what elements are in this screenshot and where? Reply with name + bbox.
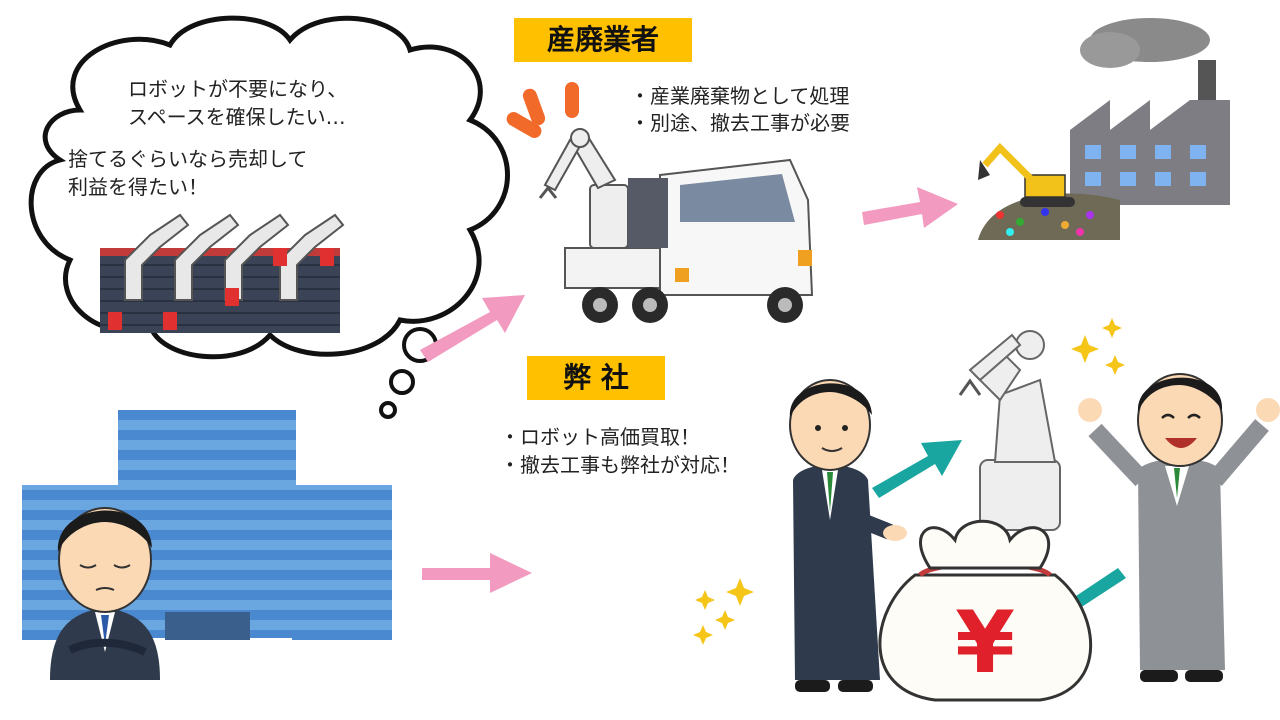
sparkle-decoration: [693, 318, 1125, 645]
thought-line-4: 利益を得たい！: [68, 175, 208, 199]
disposal-bullet-1: ・産業廃棄物として処理: [630, 84, 850, 108]
happy-seller-illustration: [1078, 373, 1280, 682]
office-building-illustration: [22, 410, 392, 640]
pink-arrow-to-disposal: [420, 295, 525, 362]
purchased-robot-illustration: [958, 330, 1061, 531]
our-company-label: 弊 社: [527, 356, 665, 400]
truck-with-robot-illustration: [506, 82, 814, 323]
pink-arrow-to-our-company: [422, 553, 532, 593]
our-company-bullet-2: ・撤去工事も弊社が対応！: [500, 453, 740, 477]
our-company-bullet-1: ・ロボット高価買取！: [500, 425, 700, 449]
worried-businessman-illustration: [50, 507, 160, 680]
yen-symbol: ¥: [955, 593, 1015, 693]
thought-line-1: ロボットが不要になり、: [128, 77, 348, 101]
robot-line-illustration: [100, 213, 345, 333]
disposal-company-label: 産廃業者: [514, 18, 692, 62]
money-bag-illustration: [878, 519, 1093, 702]
teal-arrow-robot-handover: [872, 440, 962, 498]
factory-landfill-illustration: [978, 18, 1230, 240]
thought-line-3: 捨てるぐらいなら売却して: [68, 147, 308, 171]
pink-arrow-to-landfill: [862, 187, 958, 228]
buyer-staff-illustration: [789, 379, 907, 692]
thought-line-2: スペースを確保したい…: [128, 105, 346, 129]
disposal-bullet-2: ・別途、撤去工事が必要: [630, 111, 850, 135]
